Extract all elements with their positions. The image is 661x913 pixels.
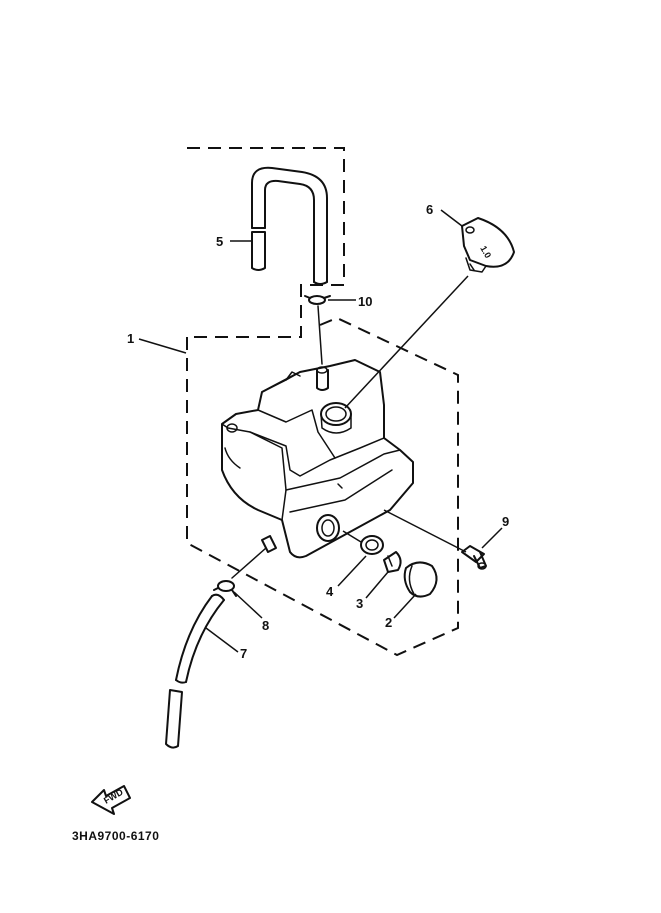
assembly-boundary-upper: [187, 147, 345, 338]
callout-7: 7: [240, 646, 247, 661]
svg-text:1.0: 1.0: [478, 244, 493, 260]
callout-3: 3: [356, 596, 363, 611]
callout-5: 5: [216, 234, 223, 249]
overflow-hose-upper: [251, 166, 328, 285]
callout-4: 4: [326, 584, 334, 599]
reservoir-cap: 1.0: [461, 217, 515, 273]
drain-hose-lower: [165, 593, 225, 749]
forward-direction-arrow: FWD: [91, 785, 131, 815]
callout-2: 2: [385, 615, 392, 630]
hose-clip-upper: [304, 295, 331, 305]
callout-6: 6: [426, 202, 433, 217]
callout-8: 8: [262, 618, 269, 633]
callout-9: 9: [502, 514, 509, 529]
mounting-bolt: [461, 545, 487, 570]
coolant-reservoir-tank: [221, 359, 414, 559]
grommet-ring: [360, 535, 384, 555]
assembly-boundary-main: [186, 316, 459, 657]
callout-10: 10: [358, 294, 372, 309]
callout-1: 1: [127, 331, 134, 346]
level-window-cap: [403, 561, 438, 598]
gauge-collar: [383, 551, 402, 573]
drawing-code: 3HA9700-6170: [72, 829, 159, 843]
